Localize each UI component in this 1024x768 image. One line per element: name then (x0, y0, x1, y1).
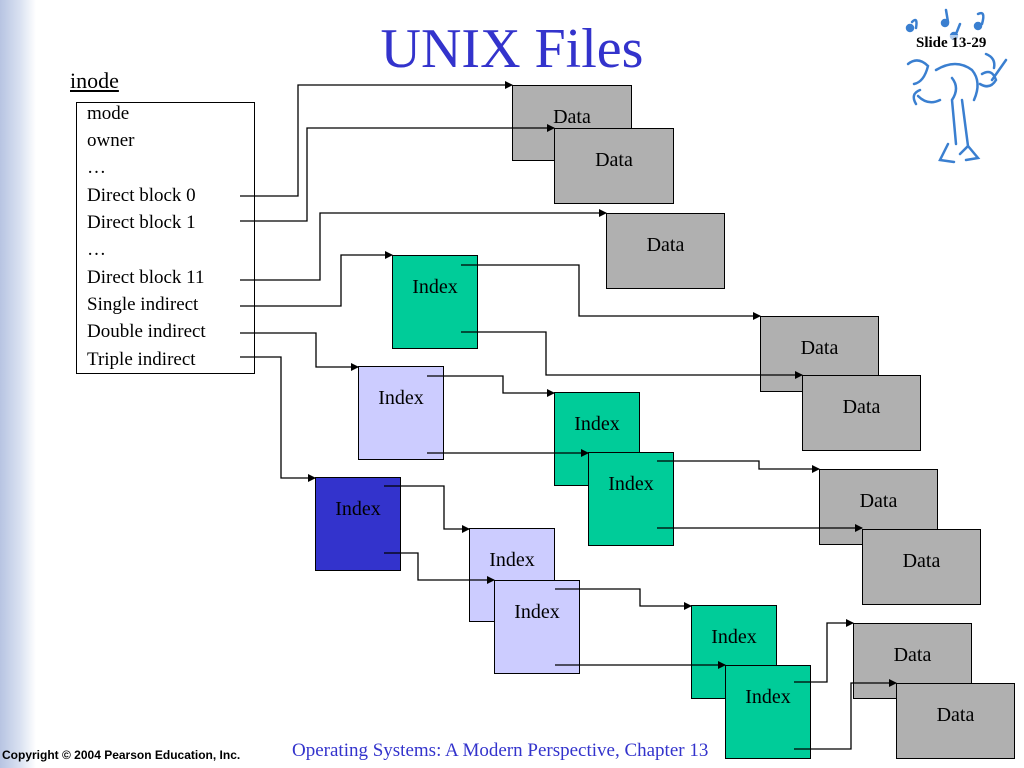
inode-field-owner: owner (87, 130, 135, 151)
data-block: Data (862, 529, 981, 605)
inode-field-double-indirect: Double indirect (87, 321, 206, 342)
double-indirect-index-block: Index (358, 366, 444, 460)
inode-field-ellipsis: … (87, 157, 106, 178)
data-block: Data (606, 213, 725, 289)
inode-field-single-indirect: Single indirect (87, 294, 199, 315)
single-indirect-index-block: Index (392, 255, 478, 349)
slide-title: UNIX Files (380, 18, 644, 80)
inode-field-mode: mode (87, 103, 130, 124)
side-gradient-bar (0, 0, 36, 768)
musician-clipart-icon (905, 8, 1008, 164)
slide-number: Slide 13-29 (916, 35, 987, 52)
inode-field-triple-indirect: Triple indirect (87, 349, 196, 370)
index-block: Index (725, 665, 811, 759)
data-block: Data (554, 128, 674, 204)
index-block: Index (494, 580, 580, 674)
inode-label: inode (70, 68, 119, 93)
inode-field-ellipsis-2: … (87, 239, 106, 260)
inode-field-direct-block-1: Direct block 1 (87, 212, 196, 233)
data-block: Data (896, 683, 1015, 759)
index-block: Index (588, 452, 674, 546)
triple-indirect-index-block: Index (315, 477, 401, 571)
inode-field-direct-block-0: Direct block 0 (87, 185, 196, 206)
copyright-notice: Copyright © 2004 Pearson Education, Inc. (2, 748, 241, 762)
inode-field-direct-block-11: Direct block 11 (87, 267, 205, 288)
footer-text: Operating Systems: A Modern Perspective,… (292, 740, 709, 761)
data-block: Data (802, 375, 921, 451)
inode-box (76, 102, 255, 374)
